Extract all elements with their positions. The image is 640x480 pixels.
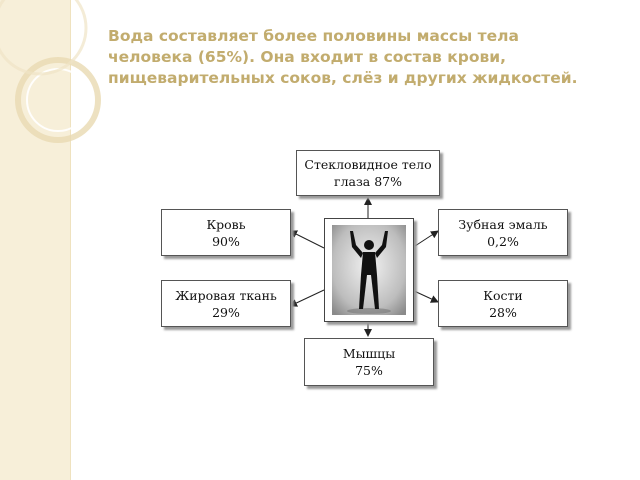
node-eye: Стекловидное тело глаза 87% bbox=[296, 150, 440, 196]
node-fat: Жировая ткань 29% bbox=[161, 280, 291, 327]
node-fat-value: 29% bbox=[212, 304, 240, 320]
node-muscles-name: Мышцы bbox=[342, 346, 396, 361]
node-muscles-value: 75% bbox=[355, 363, 383, 378]
node-enamel-name: Зубная эмаль bbox=[458, 216, 548, 232]
arrow-to-blood bbox=[289, 230, 325, 249]
node-fat-name: Жировая ткань bbox=[175, 287, 277, 303]
decorative-circles-icon bbox=[0, 0, 101, 143]
node-eye-value: глаза 87% bbox=[334, 174, 402, 189]
node-enamel-value: 0,2% bbox=[487, 233, 519, 249]
node-blood-name: Кровь bbox=[206, 216, 246, 232]
arrow-to-enamel bbox=[411, 230, 439, 249]
arrow-to-fat bbox=[289, 289, 325, 307]
node-bones: Кости 28% bbox=[438, 280, 568, 327]
node-blood: Кровь 90% bbox=[161, 209, 291, 256]
slide-title: Вода составляет более половины массы тел… bbox=[108, 27, 578, 87]
human-silhouette-icon bbox=[332, 225, 406, 315]
node-muscles: Мышцы 75% bbox=[304, 338, 434, 386]
node-bones-name: Кости bbox=[483, 287, 523, 303]
node-bones-value: 28% bbox=[489, 304, 517, 320]
arrow-to-bones bbox=[411, 289, 439, 303]
node-eye-name: Стекловидное тело bbox=[304, 157, 432, 172]
node-enamel: Зубная эмаль 0,2% bbox=[438, 209, 568, 256]
node-blood-value: 90% bbox=[212, 233, 240, 249]
